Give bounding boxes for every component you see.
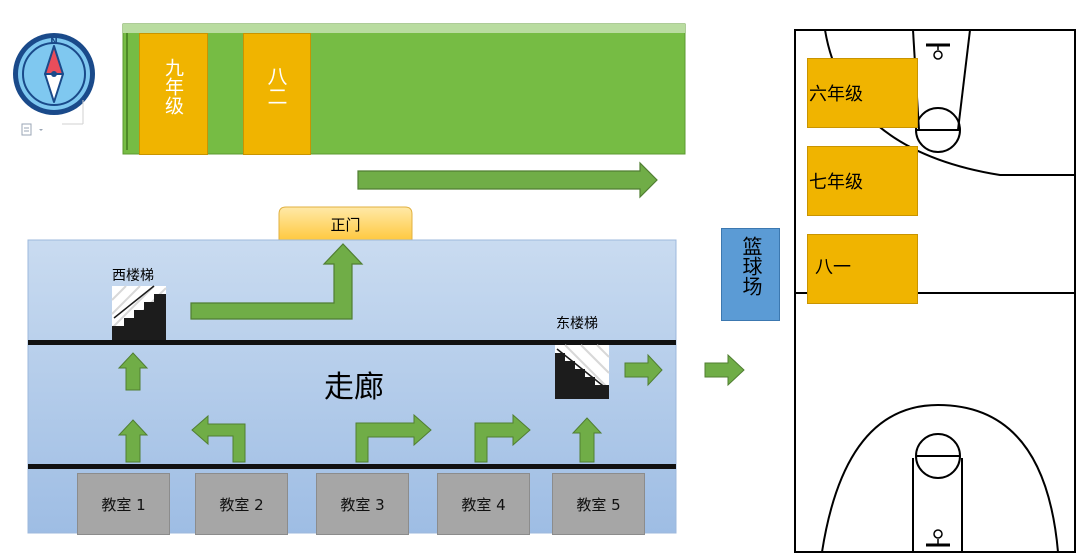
classroom-5: 教室 5 — [552, 473, 645, 535]
court-block-81-label: 八一 — [815, 257, 851, 278]
court-block-grade7-label: 七年级 — [809, 172, 863, 193]
direction-arrow — [357, 161, 658, 199]
west-stairs-label: 西楼梯 — [112, 268, 154, 284]
classroom-4: 教室 4 — [437, 473, 530, 535]
court-label-box — [721, 228, 780, 321]
grade-block-82 — [243, 33, 311, 155]
court-block-grade6-label: 六年级 — [809, 84, 863, 105]
route-arrow — [571, 417, 603, 463]
route-arrow — [117, 419, 149, 463]
route-arrow — [704, 353, 745, 387]
route-arrow — [355, 413, 432, 463]
route-arrow — [191, 414, 246, 463]
main-gate — [278, 206, 413, 241]
route-arrow — [190, 243, 364, 320]
svg-text:N: N — [50, 37, 58, 47]
staircase-icon — [111, 285, 167, 340]
route-arrow — [117, 352, 149, 391]
main-gate-label: 正门 — [330, 216, 361, 234]
east-stairs-label: 东楼梯 — [556, 316, 598, 332]
grade-block-9-label: 九年级 — [162, 58, 184, 115]
sports-field — [122, 23, 686, 155]
staircase-icon — [555, 344, 610, 399]
corridor-label: 走廊 — [324, 370, 384, 405]
route-arrow — [624, 353, 663, 387]
grade-block-9 — [139, 33, 208, 155]
compass-icon: N — [13, 33, 95, 115]
court-block-grade6 — [807, 58, 918, 128]
classroom-1: 教室 1 — [77, 473, 170, 535]
court-label: 篮球场 — [739, 236, 763, 296]
court-block-grade7 — [807, 146, 918, 216]
court-block-81 — [807, 234, 918, 304]
route-arrow — [474, 413, 531, 463]
grade-block-82-label: 八二 — [264, 66, 288, 106]
classroom-2: 教室 2 — [195, 473, 288, 535]
classroom-3: 教室 3 — [316, 473, 409, 535]
document-icon — [21, 123, 43, 136]
